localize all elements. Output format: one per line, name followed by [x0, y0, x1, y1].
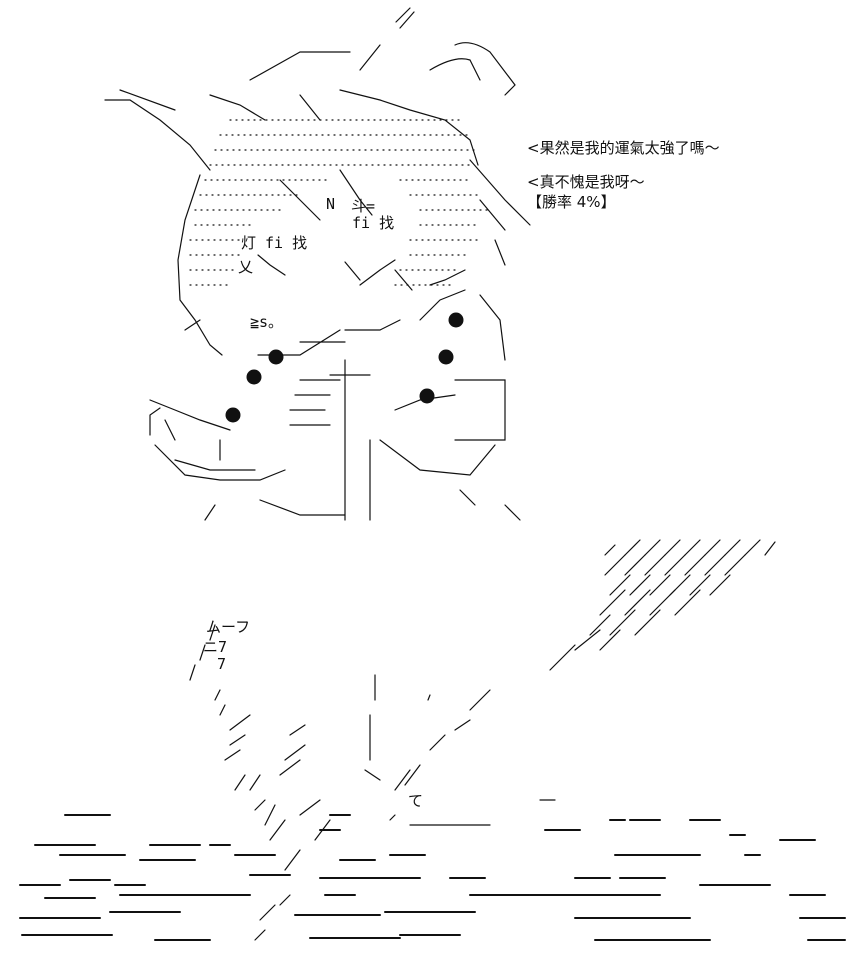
n-mark: N [326, 195, 336, 213]
ge-mark: ≧s。 [250, 313, 284, 331]
cha-mark: 乂 [238, 258, 254, 276]
dou-mark: 斗= [351, 197, 376, 215]
fi-mark: fi 找 [352, 214, 395, 232]
dialog-line-1: <果然是我的運氣太強了嗎～ [527, 139, 720, 157]
ni-mark: ニ7 [203, 638, 228, 656]
mu-mark: ムーフ [206, 618, 251, 636]
te-mark: て [408, 792, 424, 810]
deng-mark: 灯 fi 找 [241, 234, 308, 252]
seven-mark: 7 [217, 655, 227, 673]
dialog-line-2: <真不愧是我呀～ [527, 173, 645, 191]
dialog-line-3: 【勝率 4%】 [527, 193, 616, 211]
speech-text: <果然是我的運氣太強了嗎～ <真不愧是我呀～ 【勝率 4%】 [527, 138, 720, 212]
